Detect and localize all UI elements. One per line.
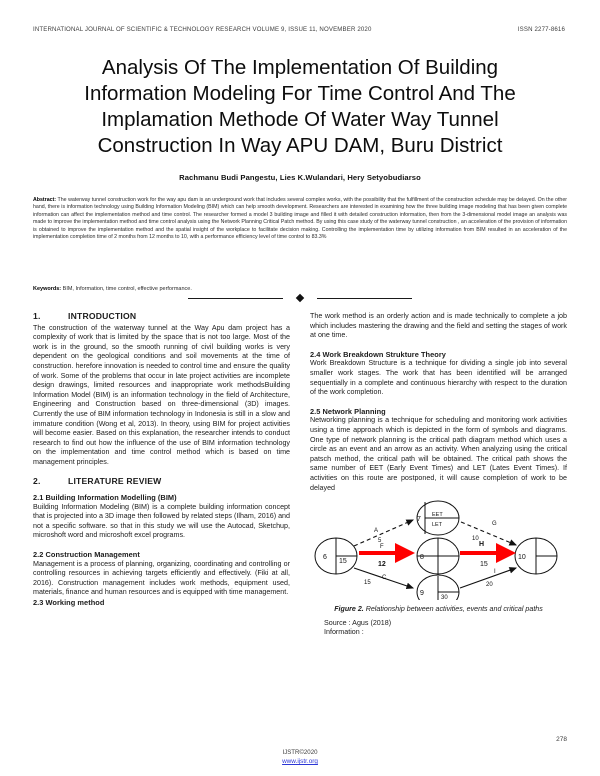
activity-label-G: G <box>492 521 497 527</box>
activity-edge-6-7: A 5 <box>353 519 414 547</box>
ornament-rule-left <box>188 297 283 299</box>
activity-label-A: A <box>374 528 378 534</box>
subsection-heading-2-4: 2.4 Work Breakdown Strukture Theory <box>310 349 446 359</box>
ornament-rule-right <box>317 297 412 299</box>
running-head-journal: INTERNATIONAL JOURNAL OF SCIENTIFIC & TE… <box>33 26 372 33</box>
spacer <box>310 341 567 350</box>
network-diagram: 6 15 7 EET LET <box>314 500 557 601</box>
right-column: The work method is an orderly action and… <box>310 312 567 732</box>
event-node-10: 10 <box>514 537 557 575</box>
page-number: 278 <box>556 736 567 743</box>
event-node-8-id: 8 <box>420 554 424 561</box>
activity-duration-H: 15 <box>480 561 488 568</box>
footer-url-link[interactable]: www.ijstr.org <box>282 758 318 765</box>
activity-duration-F: 12 <box>378 561 386 568</box>
subsection-body-2-2: Management is a process of planning, org… <box>33 559 290 597</box>
figure-caption-label: Figure 2. <box>334 605 364 614</box>
spacer <box>310 398 567 407</box>
keywords-text: BIM, Information, time control, effectiv… <box>61 286 192 292</box>
activity-label-F: F <box>380 544 384 550</box>
activity-duration-I: 20 <box>486 582 493 588</box>
abstract-block: Abstract: The waterway tunnel constructi… <box>33 197 567 242</box>
figure-source: Source : Agus (2018) Information : <box>310 619 567 639</box>
activity-edge-6-8: F 12 <box>358 543 415 568</box>
subsection-heading-2-3: 2.3 Working method <box>33 598 105 608</box>
activity-edge-7-10: G 10 <box>460 521 517 546</box>
keywords-block: Keywords: BIM, Information, time control… <box>33 285 567 293</box>
activity-edge-8-10: H 15 <box>459 541 516 568</box>
spacer <box>33 541 290 550</box>
diamond-icon <box>295 293 305 303</box>
subsection-body-2-4: Work Breakdown Structure is a technique … <box>310 359 567 397</box>
keywords-label: Keywords: <box>33 286 62 292</box>
introduction-body: The construction of the waterway tunnel … <box>33 323 290 466</box>
activity-duration-G: 10 <box>472 536 479 542</box>
left-column: 1. INTRODUCTION The construction of the … <box>33 311 290 732</box>
subsection-heading-2-2: 2.2 Construction Management <box>33 550 140 560</box>
activity-label-H: H <box>479 541 484 548</box>
activity-edge-9-10: I 20 <box>459 567 517 589</box>
figure-2: 6 15 7 EET LET <box>310 500 567 638</box>
section-heading-introduction: 1. INTRODUCTION <box>33 311 290 322</box>
subsection-body-2-1: Building Information Modeling (BIM) is a… <box>33 502 290 540</box>
activity-duration-A: 5 <box>378 538 382 544</box>
section-ornament <box>150 292 450 304</box>
working-method-body: The work method is an orderly action and… <box>310 312 567 340</box>
activity-edge-6-9: C 15 <box>353 567 414 590</box>
author-list: Rachmanu Budi Pangestu, Lies K.Wulandari… <box>179 173 421 182</box>
event-node-10-id: 10 <box>518 554 526 561</box>
activity-duration-C: 15 <box>364 580 371 586</box>
page-title: Analysis Of The Implementation Of Buildi… <box>84 56 516 157</box>
subsection-heading-2-5: 2.5 Network Planning <box>310 406 386 416</box>
event-node-7-id: 7 <box>417 516 421 523</box>
section-number-1: 1. <box>33 311 41 321</box>
event-node-7-eet: EET <box>432 512 443 518</box>
page-footer: IJSTR©2020 www.ijstr.org <box>0 748 600 766</box>
figure-caption: Figure 2. Relationship between activitie… <box>310 605 567 614</box>
event-node-7-let: LET <box>432 522 443 528</box>
event-node-9: 9 30 <box>416 574 459 601</box>
section-title-1: INTRODUCTION <box>68 311 137 321</box>
body-columns: 1. INTRODUCTION The construction of the … <box>33 311 567 732</box>
figure-source-line: Source : Agus (2018) <box>324 618 392 627</box>
figure-caption-text: Relationship between activities, events … <box>363 605 543 614</box>
event-node-6: 6 15 <box>314 537 357 575</box>
event-node-9-id: 9 <box>420 590 424 597</box>
subsection-heading-2-1: 2.1 Building Information Modelling (BIM) <box>33 493 177 503</box>
event-node-8: 8 <box>416 537 459 575</box>
section-heading-literature-review: 2. LITERATURE REVIEW <box>33 475 290 487</box>
running-head-issn: ISSN 2277-8616 <box>517 26 565 33</box>
event-node-7: 7 EET LET <box>416 500 459 536</box>
subsection-body-2-5: Networking planning is a technique for s… <box>310 416 567 492</box>
event-node-6-value: 15 <box>339 558 347 565</box>
footer-copyright: IJSTR©2020 <box>282 749 318 756</box>
section-title-2: LITERATURE REVIEW <box>68 475 162 486</box>
abstract-label: Abstract: <box>33 197 57 203</box>
abstract-text: The waterway tunnel construction work fo… <box>33 197 567 241</box>
section-number-2: 2. <box>33 475 41 486</box>
figure-information-line: Information : <box>324 628 364 637</box>
activity-label-C: C <box>382 575 387 581</box>
activity-label-I: I <box>494 569 496 575</box>
event-node-9-value: 30 <box>441 595 448 600</box>
running-head: INTERNATIONAL JOURNAL OF SCIENTIFIC & TE… <box>33 26 567 33</box>
event-node-6-id: 6 <box>323 554 327 561</box>
